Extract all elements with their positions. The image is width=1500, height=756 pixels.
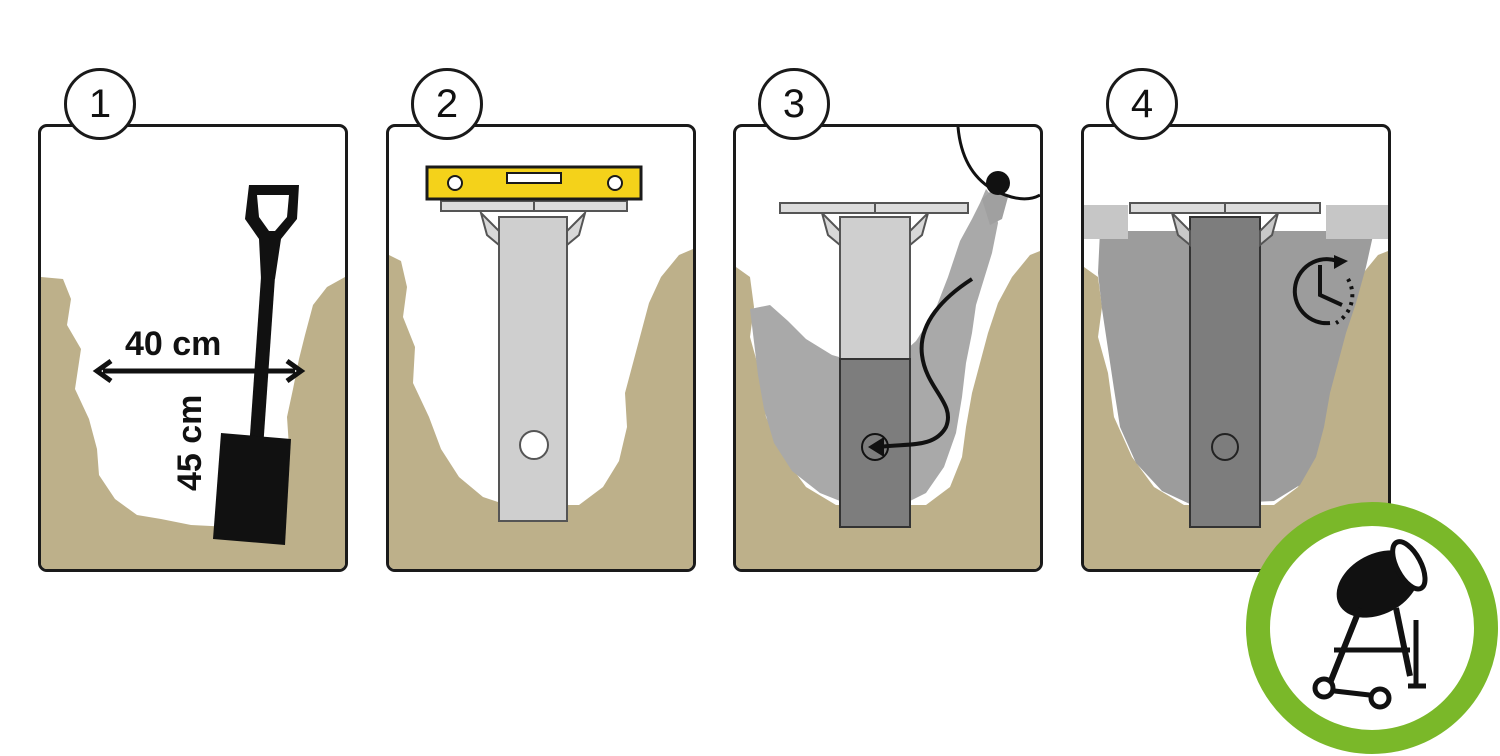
step-3-panel (733, 124, 1043, 572)
dig-hole-illustration: 40 cm 45 cm (41, 185, 345, 569)
depth-label: 45 cm (171, 395, 209, 491)
soil (736, 251, 1040, 569)
fresh-concrete (750, 189, 998, 505)
ground-post (440, 200, 628, 522)
spade-icon (213, 185, 299, 545)
pour-nozzle (986, 171, 1010, 195)
paving-right (1326, 205, 1388, 239)
pour-concrete-illustration (736, 127, 1040, 569)
concrete-mixer-badge (1246, 502, 1498, 754)
cure-concrete-illustration (1084, 202, 1388, 569)
step-3-badge: 3 (758, 68, 830, 140)
width-label: 40 cm (125, 325, 221, 363)
soil (1084, 251, 1388, 569)
step-number: 4 (1130, 81, 1154, 126)
pour-arrow-icon (868, 277, 974, 457)
step-4-badge: 4 (1106, 68, 1178, 140)
step-number: 1 (88, 81, 112, 126)
step-number: 3 (782, 81, 806, 126)
clock-icon (1292, 255, 1355, 326)
spirit-level-icon (425, 165, 643, 201)
step-1-badge: 1 (64, 68, 136, 140)
concrete-mixer-icon (1312, 539, 1428, 710)
soil (389, 249, 693, 569)
step-1-panel: 40 cm 45 cm (38, 124, 348, 572)
width-dimension-arrow (92, 358, 306, 384)
step-2-badge: 2 (411, 68, 483, 140)
paving-left (1084, 205, 1128, 239)
level-post-illustration (389, 165, 693, 569)
soil (41, 277, 345, 569)
step-4-panel (1081, 124, 1391, 572)
ground-post (1129, 202, 1321, 528)
step-number: 2 (435, 81, 459, 126)
step-2-panel (386, 124, 696, 572)
